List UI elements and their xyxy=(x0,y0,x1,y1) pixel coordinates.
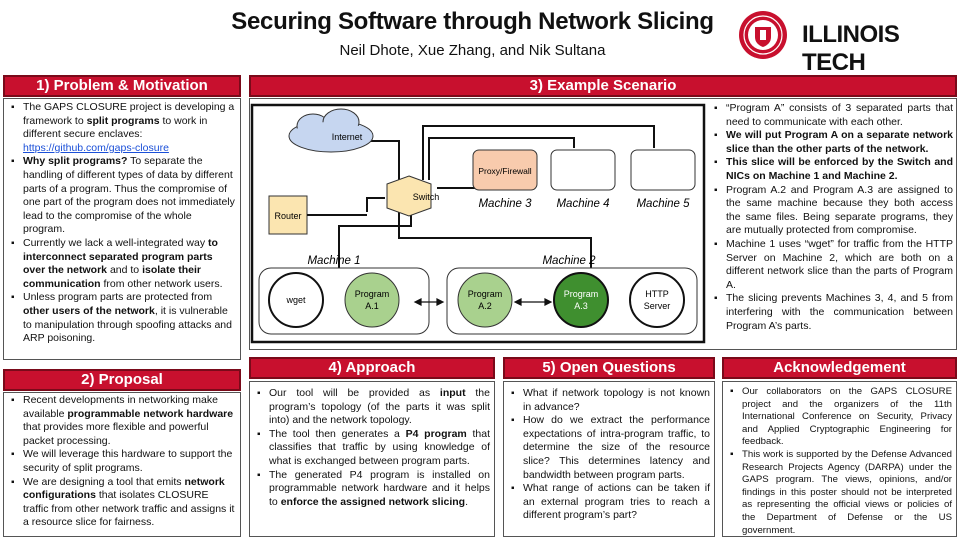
program-a1-node xyxy=(344,272,400,328)
scenario-text: “Program A” consists of 3 separated part… xyxy=(711,102,953,333)
machine4-label: Machine 4 xyxy=(556,198,609,210)
double-arrow-icon xyxy=(413,298,445,306)
github-link[interactable]: https://github.com/gaps-closure xyxy=(23,141,169,154)
scenario-list: “Program A” consists of 3 separated part… xyxy=(711,102,953,333)
list-item: Why split programs? To separate the hand… xyxy=(8,155,236,237)
program-a2-node xyxy=(457,272,513,328)
list-item: The tool then generates a P4 program tha… xyxy=(254,428,490,469)
program-a3-node xyxy=(553,272,609,328)
list-item: The slicing prevents Machines 3, 4, and … xyxy=(711,292,953,333)
internet-cloud: Internet xyxy=(288,108,374,153)
problem-panel: The GAPS CLOSURE project is developing a… xyxy=(3,98,241,360)
list-item: Our tool will be provided as input the p… xyxy=(254,387,490,428)
switch-label: Switch xyxy=(413,192,440,202)
proposal-list: Recent developments in networking make a… xyxy=(8,394,236,530)
approach-panel: Our tool will be provided as input the p… xyxy=(249,381,495,537)
list-item: We will leverage this hardware to suppor… xyxy=(8,448,236,475)
brand-wordmark: ILLINOIS TECH xyxy=(802,21,900,76)
machine5-box xyxy=(630,149,696,191)
proposal-panel: Recent developments in networking make a… xyxy=(3,392,241,537)
problem-list: The GAPS CLOSURE project is developing a… xyxy=(8,101,236,346)
list-item: Program A.2 and Program A.3 are assigned… xyxy=(711,184,953,238)
scenario-panel xyxy=(249,98,957,350)
section-header-problem: 1) Problem & Motivation xyxy=(3,75,241,97)
proxy-firewall-box xyxy=(472,149,538,191)
list-item: We will put Program A on a separate netw… xyxy=(711,129,953,156)
authors: Neil Dhote, Xue Zhang, and Nik Sultana xyxy=(339,42,606,59)
double-arrow-icon xyxy=(513,298,553,306)
list-item: Currently we lack a well-integrated way … xyxy=(8,237,236,291)
program-a2-label: Program xyxy=(468,289,503,299)
machine2-label: Machine 2 xyxy=(542,255,596,267)
machine1-label: Machine 1 xyxy=(307,255,360,267)
university-seal-icon xyxy=(739,11,787,59)
http-server-label: HTTP xyxy=(645,289,669,299)
section-header-questions: 5) Open Questions xyxy=(503,357,715,379)
list-item: The generated P4 program is installed on… xyxy=(254,469,490,510)
machine5-label: Machine 5 xyxy=(636,198,690,210)
list-item: Unless program parts are protected from … xyxy=(8,291,236,345)
proxy-label: Proxy/Firewall xyxy=(478,166,531,176)
list-item: Machine 1 uses “wget” for traffic from t… xyxy=(711,238,953,292)
http-server-sublabel: Server xyxy=(644,301,671,311)
list-item: This work is supported by the Defense Ad… xyxy=(727,449,952,537)
list-item: How do we extract the performance expect… xyxy=(508,414,710,482)
list-item: This slice will be enforced by the Switc… xyxy=(711,156,953,183)
program-a1-label: Program xyxy=(355,289,390,299)
list-item: What if network topology is not known in… xyxy=(508,387,710,414)
list-item: Recent developments in networking make a… xyxy=(8,394,236,448)
poster-title: Securing Software through Network Slicin… xyxy=(231,8,714,35)
ack-list: Our collaborators on the GAPS CLOSURE pr… xyxy=(727,386,952,537)
machine3-label: Machine 3 xyxy=(478,198,532,210)
list-item: What range of actions can be taken if an… xyxy=(508,482,710,523)
switch-hexagon xyxy=(386,175,432,217)
list-item: The GAPS CLOSURE project is developing a… xyxy=(8,101,236,155)
ack-panel: Our collaborators on the GAPS CLOSURE pr… xyxy=(722,381,957,537)
section-header-proposal: 2) Proposal xyxy=(3,369,241,391)
wget-node xyxy=(268,272,324,328)
program-a3-label: Program xyxy=(564,289,599,299)
list-item: “Program A” consists of 3 separated part… xyxy=(711,102,953,129)
http-server-node xyxy=(629,272,685,328)
router-label: Router xyxy=(274,211,301,221)
program-a3-sublabel: A.3 xyxy=(574,301,588,311)
wget-label: wget xyxy=(285,295,306,305)
section-header-approach: 4) Approach xyxy=(249,357,495,379)
network-diagram: Internet Router Switch Proxy/Firewall Ma… xyxy=(250,103,706,344)
approach-list: Our tool will be provided as input the p… xyxy=(254,387,490,509)
internet-label: Internet xyxy=(332,132,363,142)
machine4-box xyxy=(550,149,616,191)
list-item: We are designing a tool that emits netwo… xyxy=(8,476,236,530)
program-a1-sublabel: A.1 xyxy=(365,301,379,311)
program-a2-sublabel: A.2 xyxy=(478,301,492,311)
section-header-ack: Acknowledgement xyxy=(722,357,957,379)
questions-list: What if network topology is not known in… xyxy=(508,387,710,523)
list-item: Our collaborators on the GAPS CLOSURE pr… xyxy=(727,386,952,449)
section-header-scenario: 3) Example Scenario xyxy=(249,75,957,97)
questions-panel: What if network topology is not known in… xyxy=(503,381,715,537)
